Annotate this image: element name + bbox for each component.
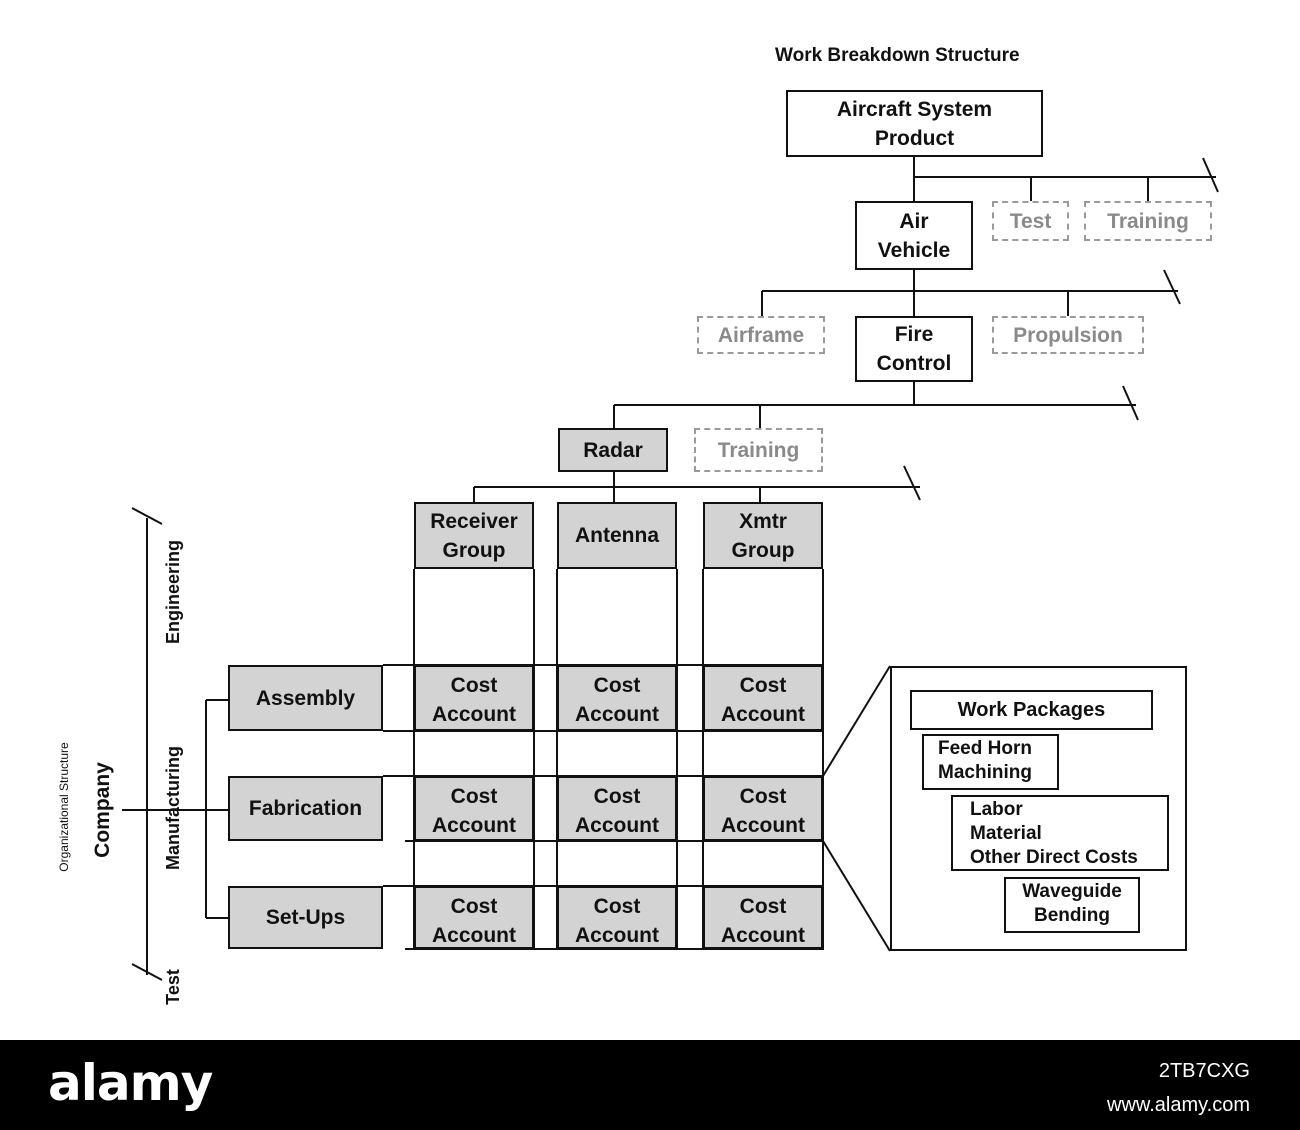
cost-account-label: Cost Account — [432, 785, 516, 837]
cost-account-assembly-receiver: Cost Account — [414, 665, 534, 731]
cost-account-fabrication-xmtr: Cost Account — [703, 776, 823, 841]
cost-account-fabrication-antenna: Cost Account — [557, 776, 677, 841]
node-training-l2: Training — [1084, 201, 1212, 241]
company-label: Company — [91, 762, 114, 858]
cost-account-setups-xmtr: Cost Account — [703, 886, 823, 949]
watermark-footer: alamy 2TB7CXG www.alamy.com — [0, 1040, 1300, 1130]
work-packages-header-label: Work Packages — [957, 698, 1106, 721]
cost-account-setups-antenna: Cost Account — [557, 886, 677, 949]
node-xmtr-group: Xmtr Group — [703, 502, 823, 569]
org-setups: Set-Ups — [228, 886, 383, 949]
cost-account-assembly-xmtr: Cost Account — [703, 665, 823, 731]
dept-manufacturing: Manufacturing — [163, 746, 183, 870]
cost-account-label: Cost Account — [432, 674, 516, 726]
work-package-feed-horn: Feed Horn Machining — [922, 734, 1059, 790]
cost-account-fabrication-receiver: Cost Account — [414, 776, 534, 841]
work-packages-header: Work Packages — [910, 690, 1153, 730]
node-radar: Radar — [558, 428, 668, 472]
footer-url: www.alamy.com — [1107, 1094, 1250, 1116]
node-airframe: Airframe — [697, 316, 825, 354]
node-test: Test — [992, 201, 1069, 241]
diagram-title: Work Breakdown Structure — [775, 45, 1020, 66]
cost-account-setups-receiver: Cost Account — [414, 886, 534, 949]
cost-account-label: Cost Account — [432, 895, 516, 947]
org-label: Assembly — [255, 686, 356, 710]
node-label: Airframe — [717, 323, 805, 347]
node-label: Receiver Group — [430, 509, 518, 562]
node-air-vehicle: Air Vehicle — [855, 201, 973, 270]
node-label: Training — [1107, 209, 1189, 233]
work-package-waveguide: Waveguide Bending — [1004, 877, 1140, 933]
node-antenna: Antenna — [557, 502, 677, 569]
cost-account-label: Cost Account — [575, 895, 659, 947]
cost-account-label: Cost Account — [721, 785, 805, 837]
cost-account-label: Cost Account — [575, 785, 659, 837]
cost-account-label: Cost Account — [575, 674, 659, 726]
org-assembly: Assembly — [228, 665, 383, 731]
dept-engineering: Engineering — [163, 540, 183, 645]
node-aircraft-system-product: Aircraft System Product — [786, 90, 1043, 157]
node-label: Aircraft System Product — [836, 97, 993, 150]
alamy-logo: alamy — [48, 1054, 213, 1112]
node-label: Training — [717, 438, 800, 462]
image-id: 2TB7CXG — [1158, 1060, 1250, 1082]
cost-account-assembly-antenna: Cost Account — [557, 665, 677, 731]
node-label: Xmtr Group — [731, 509, 795, 562]
dept-test: Test — [163, 969, 183, 1005]
org-structure-caption: Organizational Structure — [57, 742, 71, 872]
org-label: Fabrication — [248, 797, 363, 820]
wbs-diagram: Work Breakdown Structure Aircraft System… — [57, 45, 1219, 1005]
node-label: Fire Control — [876, 323, 952, 375]
work-package-labor-material: Labor Material Other Direct Costs — [951, 795, 1169, 871]
node-label: Propulsion — [1013, 323, 1123, 347]
cost-account-label: Cost Account — [721, 895, 805, 947]
node-label: Radar — [583, 438, 643, 462]
node-label: Air Vehicle — [877, 209, 951, 262]
node-fire-control: Fire Control — [855, 316, 973, 382]
org-fabrication: Fabrication — [228, 776, 383, 841]
node-label: Test — [1009, 209, 1052, 233]
cost-account-label: Cost Account — [721, 674, 805, 726]
org-label: Set-Ups — [265, 906, 346, 929]
node-propulsion: Propulsion — [992, 316, 1144, 354]
node-label: Antenna — [575, 524, 659, 547]
node-receiver-group: Receiver Group — [414, 502, 534, 569]
node-training-l4: Training — [694, 428, 823, 472]
